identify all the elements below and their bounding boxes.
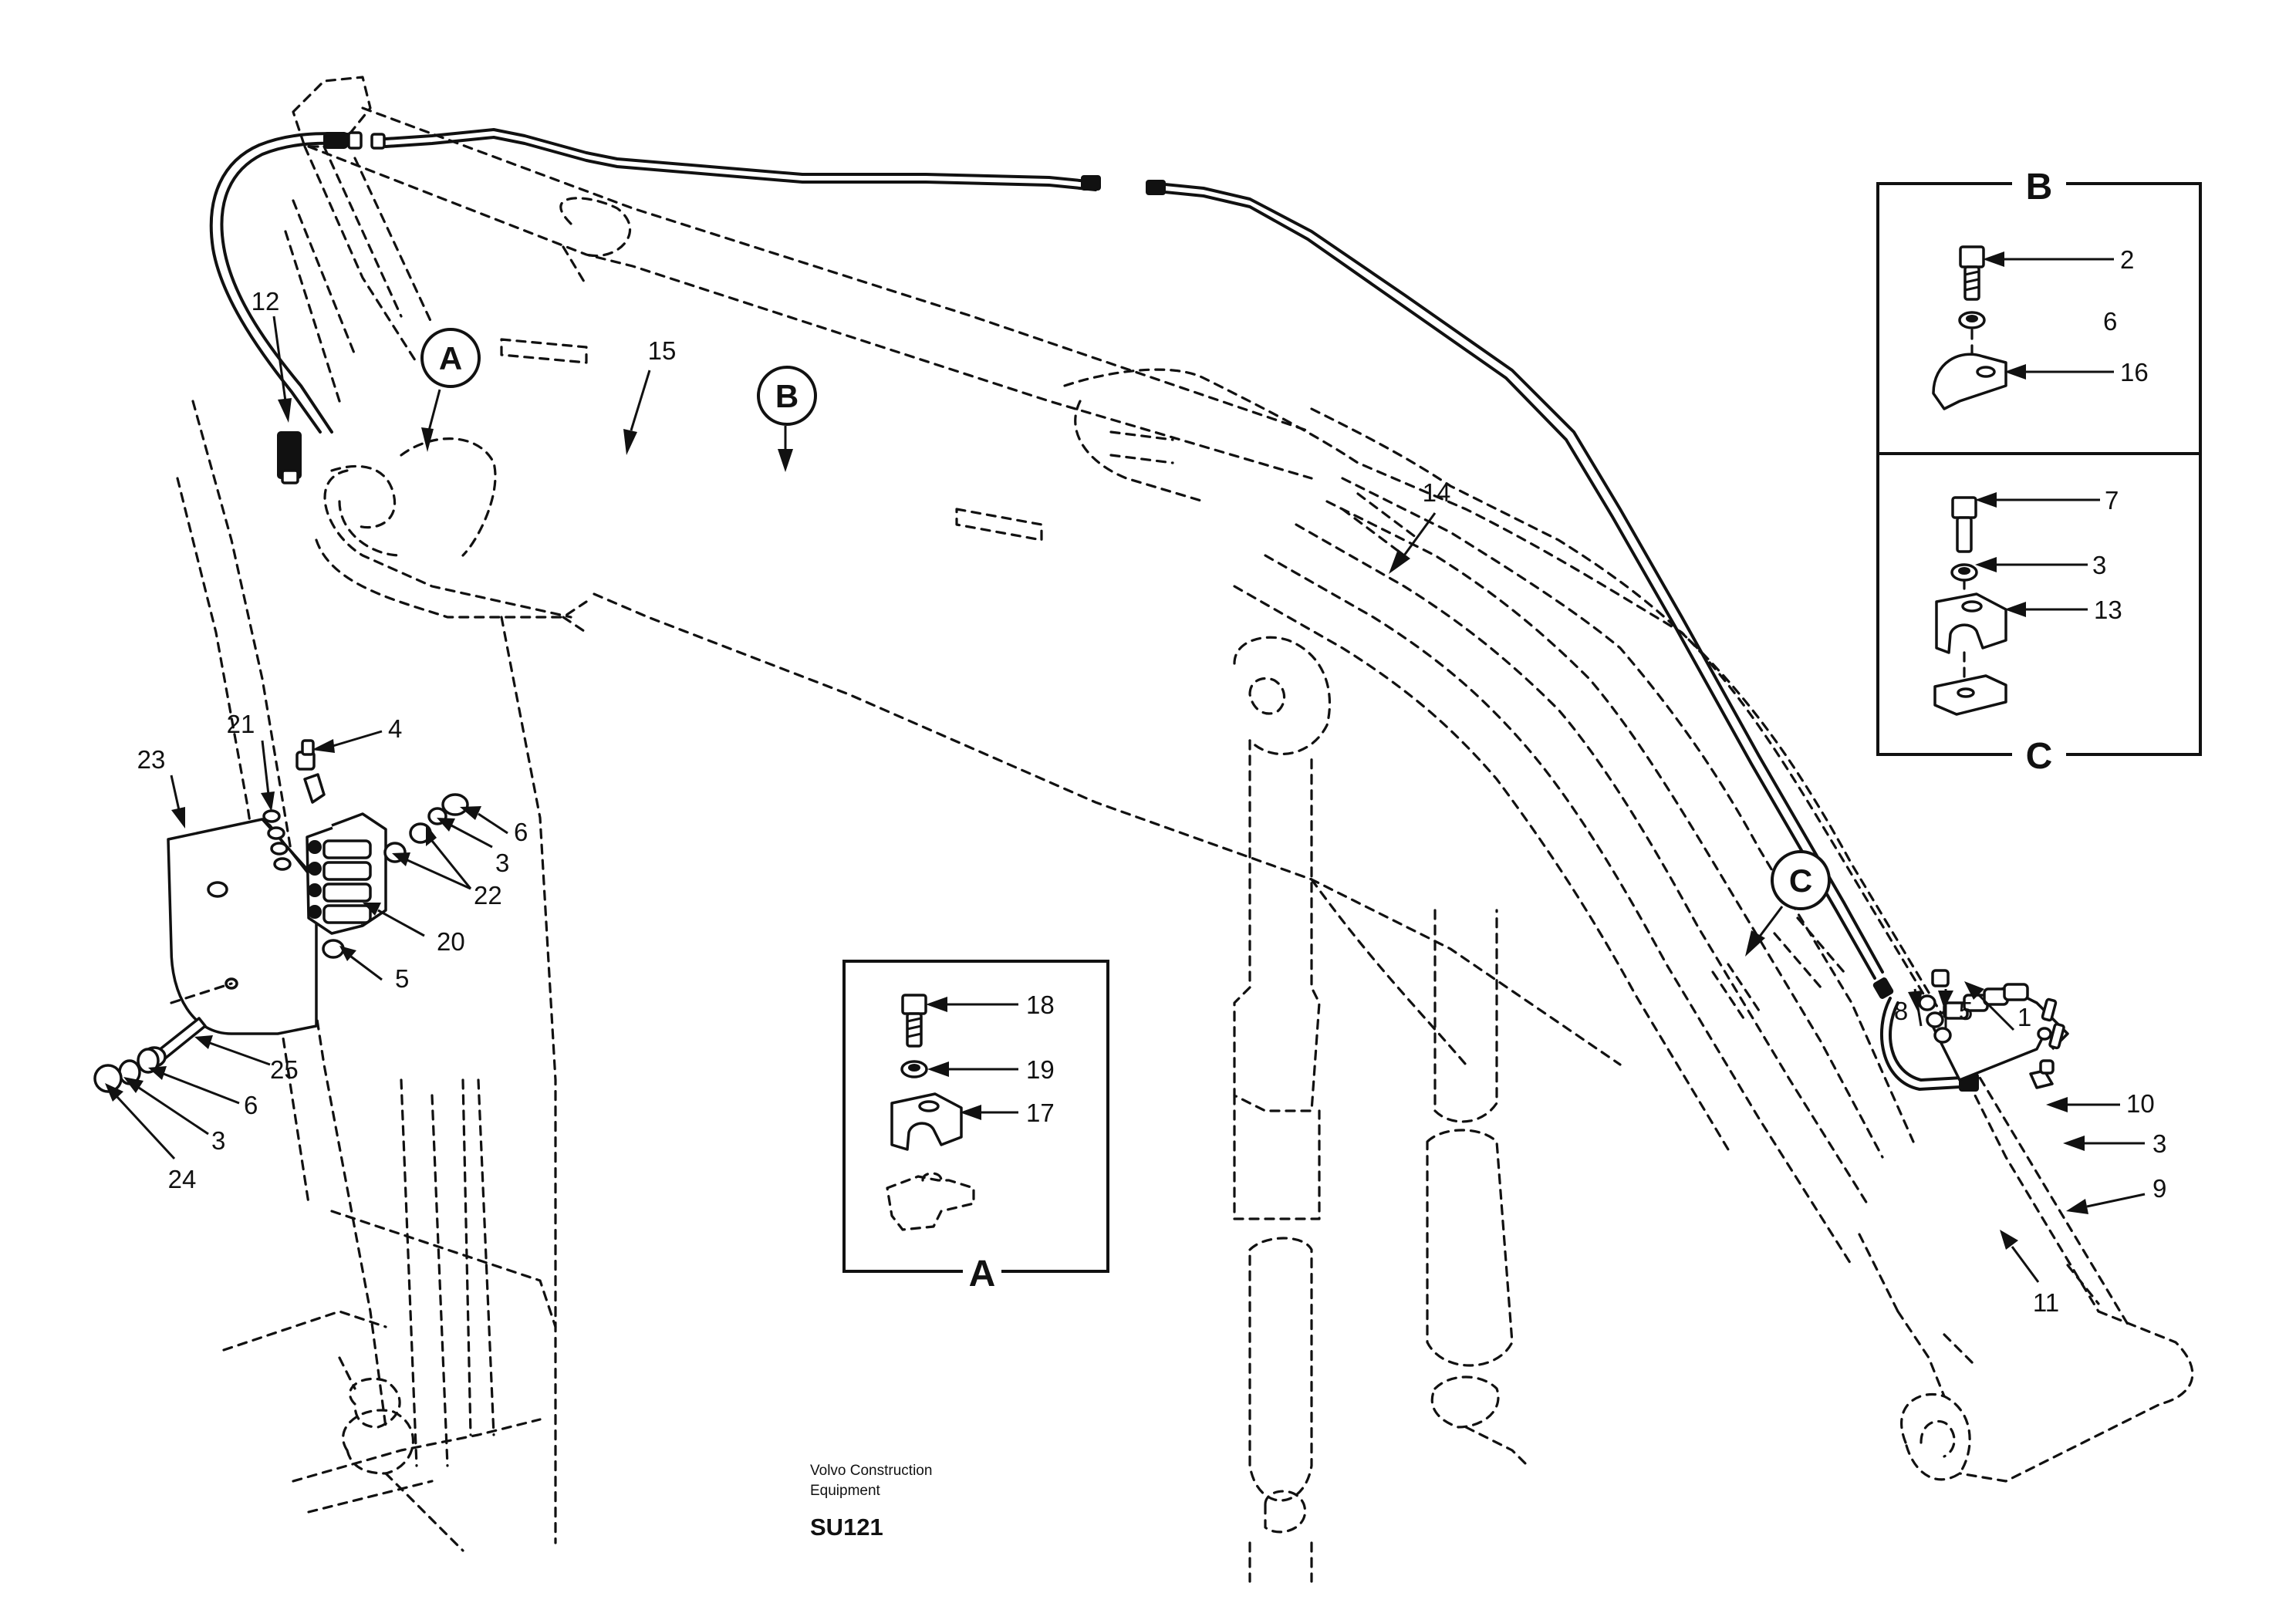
detail-b-title: B: [2026, 167, 2053, 208]
callout-5-left: 5: [395, 964, 409, 993]
callout-8: 8: [1894, 997, 1908, 1025]
callout-20: 20: [437, 927, 465, 956]
detail-box-b-c: B C: [1876, 167, 2202, 777]
callout-5-right: 5: [1959, 997, 1973, 1025]
callout-24: 24: [168, 1165, 197, 1193]
callout-10: 10: [2126, 1089, 2155, 1118]
callout-3-left: 3: [495, 849, 509, 877]
footer-company-line1: Volvo Construction: [810, 1463, 932, 1479]
callout-leaders: [105, 251, 2146, 1283]
callout-3-right: 3: [2152, 1129, 2166, 1158]
view-marker-b: B: [757, 366, 817, 472]
machine-outline: [176, 76, 2194, 1583]
callout-6-lower: 6: [244, 1091, 258, 1119]
detail-box-a: A: [842, 960, 1109, 1294]
footer: Volvo Construction Equipment SU121: [810, 1463, 932, 1541]
callout-22: 22: [474, 881, 502, 910]
detail-a-title: A: [969, 1254, 996, 1294]
view-marker-c: C: [1745, 850, 1831, 957]
callout-2: 2: [2120, 245, 2134, 274]
callout-25: 25: [270, 1055, 299, 1084]
footer-company-line2: Equipment: [810, 1483, 881, 1499]
callout-19: 19: [1026, 1055, 1055, 1084]
callout-12: 12: [252, 287, 280, 316]
hydraulic-lines: [209, 128, 1977, 1091]
right-valve-assembly: [1918, 969, 2069, 1089]
callout-14: 14: [1423, 478, 1451, 507]
callout-6-left: 6: [514, 818, 528, 846]
view-marker-b-label: B: [775, 378, 799, 414]
callout-11: 11: [2033, 1288, 2059, 1317]
callout-13: 13: [2094, 596, 2122, 624]
view-marker-a: A: [420, 328, 481, 452]
callout-21: 21: [227, 710, 255, 738]
callout-6-b: 6: [2103, 307, 2117, 336]
detail-c-title: C: [2026, 736, 2053, 777]
callout-15: 15: [648, 336, 677, 365]
callout-18: 18: [1026, 991, 1055, 1019]
callout-23: 23: [137, 745, 166, 774]
view-marker-a-label: A: [439, 340, 462, 376]
callout-3-c: 3: [2092, 551, 2106, 579]
callout-17: 17: [1026, 1099, 1055, 1127]
callout-numbers: 12 15 14 4 21 23 6 3 22 20 5 25 6 3 24 8…: [137, 245, 2167, 1317]
line-fittings: [277, 131, 1979, 1092]
callout-9: 9: [2152, 1174, 2166, 1203]
callout-1: 1: [2017, 1003, 2031, 1031]
callout-3-lower: 3: [211, 1126, 225, 1155]
view-marker-c-label: C: [1789, 862, 1812, 899]
footer-code: SU121: [810, 1514, 883, 1541]
callout-4: 4: [388, 714, 402, 743]
callout-7: 7: [2105, 486, 2119, 515]
callout-16: 16: [2120, 358, 2149, 386]
